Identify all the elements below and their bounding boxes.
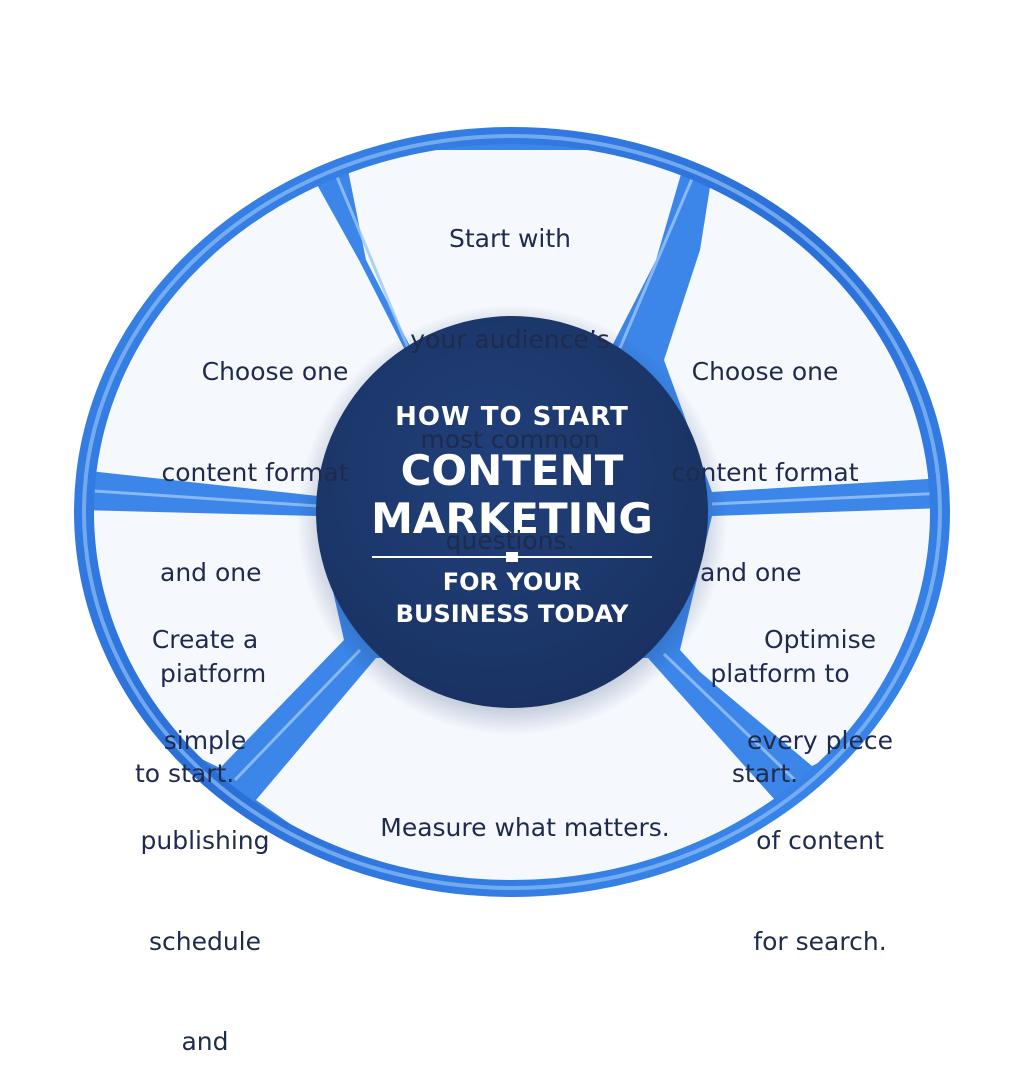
segment-top-line: questions. — [445, 525, 575, 555]
segment-lower-right-line: for search. — [753, 926, 887, 956]
segment-top-text: Start with your audience’s most common q… — [380, 155, 640, 591]
center-circle — [316, 316, 708, 708]
segment-lower-right-line: every plece — [747, 725, 893, 755]
segment-upper-right-line: start. — [731, 759, 799, 788]
segment-lower-left-line: Create a — [151, 625, 259, 654]
segment-lower-left-line: simple — [163, 725, 247, 755]
segment-lower-right-text: Optimise every plece of content for sear… — [725, 556, 915, 992]
segment-top-line: Start with — [448, 224, 572, 253]
center-subtitle-line1: FOR YOUR — [442, 568, 582, 596]
center-separator-dot — [506, 552, 518, 562]
segment-upper-left-line: Choose one — [201, 357, 349, 386]
segment-upper-left-line: and one — [160, 558, 262, 587]
segment-upper-right-line: and one — [700, 558, 802, 587]
content-marketing-wheel — [74, 127, 950, 897]
segment-lower-right-line: Optimise — [764, 625, 876, 654]
segment-upper-right-text: Choose one content format and one platfo… — [660, 288, 870, 824]
segment-bottom-text: Measure what matters. — [360, 744, 690, 878]
center-title-line2: MARKETING — [371, 494, 653, 543]
segment-top — [344, 150, 688, 350]
segment-lower-left-line: and — [181, 1027, 229, 1056]
center-subtitle-line2: BUSINESS TODAY — [395, 600, 629, 628]
segment-upper-left-line: piatform — [160, 658, 267, 688]
center-title-line1: CONTENT — [400, 446, 624, 495]
segment-lower-left-line: schedule — [148, 926, 262, 956]
segment-lower-right-line: of content — [756, 826, 884, 855]
segment-top-line: your audience’s — [410, 324, 610, 354]
segment-top-line: most common — [420, 425, 600, 454]
segment-upper-right-line: content format — [671, 457, 859, 487]
segment-upper-right — [664, 168, 930, 492]
segment-upper-left-line: content format — [161, 457, 349, 487]
segment-upper-left-text: Choose one content format and one piatfo… — [130, 288, 380, 824]
segment-upper-left-line: to start. — [135, 759, 235, 788]
center-heading: HOW TO START — [395, 402, 629, 432]
outer-ring-highlight — [82, 134, 942, 890]
segment-bottom-line: Measure what matters. — [380, 813, 670, 842]
segment-upper-right-line: platform to — [710, 658, 850, 688]
segment-upper-right-line: Choose one — [691, 357, 839, 386]
segment-bottom — [256, 658, 775, 880]
segment-lower-left-line: publishing — [140, 826, 270, 855]
